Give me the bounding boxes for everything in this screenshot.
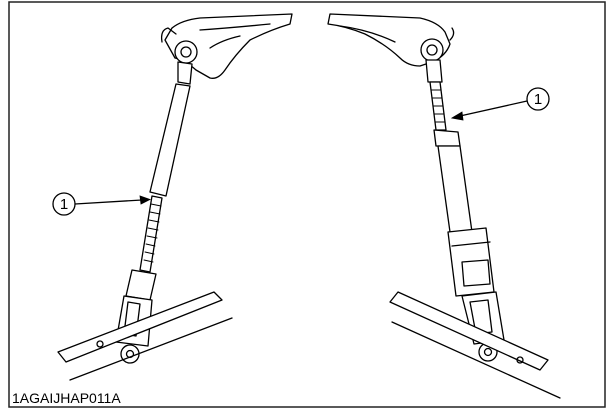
left-callout-arrowhead bbox=[139, 195, 152, 205]
figure-border bbox=[8, 1, 606, 408]
image-code: 1AGAIJHAP011A bbox=[12, 390, 121, 406]
left-callout-number: 1 bbox=[60, 196, 68, 213]
left-lock-nut bbox=[125, 269, 157, 301]
right-lift-rod-assembly bbox=[327, 13, 561, 399]
left-threaded-rod bbox=[139, 195, 163, 273]
right-callout: 1 bbox=[450, 87, 550, 121]
left-upper-tube bbox=[149, 83, 191, 197]
left-lift-arm bbox=[164, 13, 293, 79]
right-lower-tube bbox=[437, 145, 473, 233]
right-lock-nut bbox=[433, 129, 461, 147]
right-upper-yoke bbox=[425, 59, 443, 83]
left-callout: 1 bbox=[52, 192, 152, 216]
right-callout-arrowhead bbox=[450, 111, 464, 121]
right-callout-number: 1 bbox=[534, 91, 542, 108]
left-callout-leader bbox=[74, 199, 143, 205]
right-lift-arm bbox=[327, 13, 451, 67]
left-lower-link bbox=[57, 291, 223, 363]
left-upper-yoke bbox=[177, 61, 193, 85]
right-callout-circle bbox=[526, 87, 550, 111]
right-callout-leader bbox=[459, 100, 528, 117]
right-lower-link bbox=[389, 291, 549, 371]
left-lift-rod-assembly bbox=[57, 13, 293, 381]
